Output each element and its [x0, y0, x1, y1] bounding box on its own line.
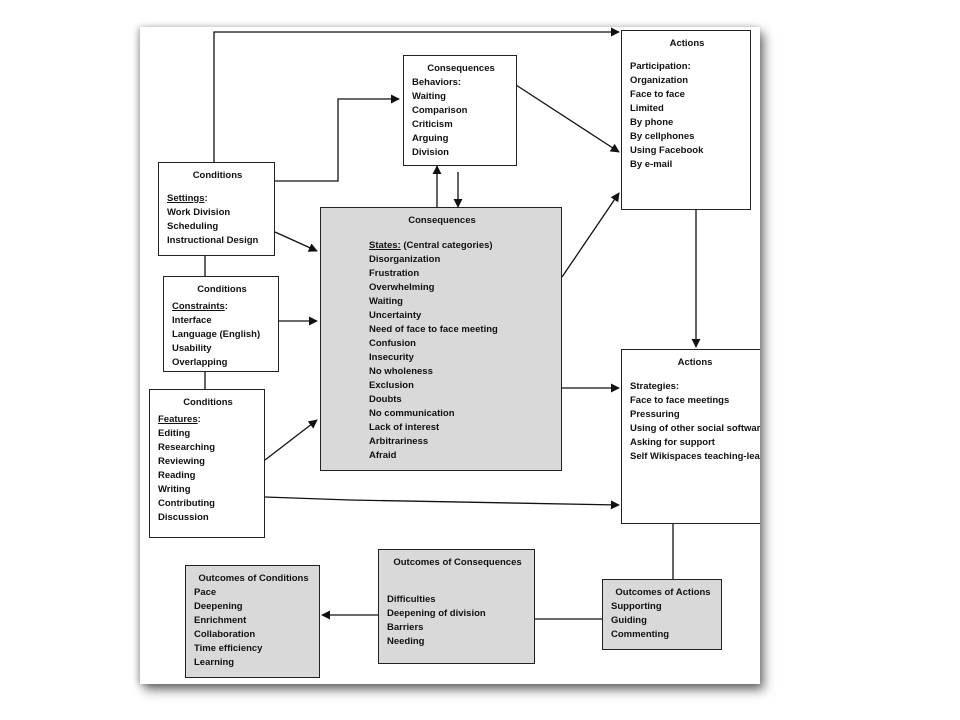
arrow-settings-to-behaviors [275, 94, 400, 182]
box-title: Consequences [408, 215, 476, 226]
arrow-settings-to-states [274, 231, 318, 252]
list-item: Time efficiency [194, 643, 263, 654]
arrow-features-to-strategies [264, 496, 620, 510]
box-title: Consequences [427, 63, 495, 74]
list-item: Disorganization [369, 254, 441, 265]
outcomes-conditions-box: Outcomes of Conditions Pace Deepening En… [185, 565, 320, 678]
arrow-states-to-actions-participation [561, 192, 620, 278]
conditions-features-box: Conditions Features: Editing Researching… [149, 389, 265, 538]
list-item: Doubts [369, 394, 402, 405]
consequences-states-box: Consequences States: (Central categories… [320, 207, 562, 471]
list-item: Face to face meetings [630, 395, 730, 406]
list-item: Division [412, 147, 449, 158]
list-item: Barriers [387, 622, 424, 633]
conditions-settings-box: Conditions Settings: Work Division Sched… [158, 162, 275, 256]
list-item: Comparison [412, 105, 468, 116]
conditions-constraints-box: Conditions Constraints: Interface Langua… [163, 276, 279, 372]
list-item: Contributing [158, 498, 215, 509]
box-heading: Behaviors: [412, 77, 462, 88]
list-item: Interface [172, 315, 212, 326]
diagram-canvas: Conditions Settings: Work Division Sched… [140, 27, 760, 684]
list-item: Needing [387, 636, 425, 647]
list-item: Arbitrariness [369, 436, 429, 447]
arrow-behaviors-to-actions [515, 84, 620, 153]
list-item: Frustration [369, 268, 420, 279]
list-item: Overlapping [172, 357, 228, 368]
list-item: Need of face to face meeting [369, 324, 498, 335]
actions-strategies-box: Actions Strategies: Face to face meeting… [621, 349, 760, 524]
list-item: Supporting [611, 601, 662, 612]
box-heading: Strategies: [630, 381, 680, 392]
box-title: Outcomes of Consequences [393, 557, 522, 568]
list-item: Self Wikispaces teaching-learning [630, 451, 760, 462]
list-item: Confusion [369, 338, 416, 349]
list-item: Instructional Design [167, 235, 259, 246]
box-title: Conditions [197, 284, 247, 295]
list-item: Collaboration [194, 629, 256, 640]
list-item: Uncertainty [369, 310, 422, 321]
list-item: Insecurity [369, 352, 414, 363]
list-item: Lack of interest [369, 422, 440, 433]
list-item: Limited [630, 103, 664, 114]
box-title: Outcomes of Conditions [198, 573, 309, 584]
list-item: Using of other social software [630, 423, 760, 434]
connectors [204, 27, 701, 620]
list-item: Learning [194, 657, 235, 668]
actions-participation-box: Actions Participation: Organization Face… [621, 30, 751, 210]
list-item: Deepening [194, 601, 243, 612]
list-item: Exclusion [369, 380, 414, 391]
box-title: Actions [669, 38, 705, 49]
box-heading: Constraints [172, 301, 225, 312]
list-item: Face to face [630, 89, 685, 100]
box-title: Conditions [192, 170, 243, 181]
box-title: Actions [677, 357, 713, 368]
list-item: No wholeness [369, 366, 433, 377]
list-item: Usability [172, 343, 212, 354]
list-item: Organization [630, 75, 689, 86]
list-item: Difficulties [387, 594, 436, 605]
list-item: By e-mail [630, 159, 673, 170]
list-item: Arguing [412, 133, 449, 144]
list-item: Researching [158, 442, 216, 453]
list-item: Editing [158, 428, 191, 439]
list-item: Pace [194, 587, 217, 598]
list-item: By cellphones [630, 131, 695, 142]
box-heading-suffix: (Central categories) [400, 240, 493, 251]
box-heading: States: [369, 240, 401, 251]
list-item: Waiting [412, 91, 446, 102]
outcomes-actions-box: Outcomes of Actions Supporting Guiding C… [602, 579, 722, 650]
consequences-behaviors-box: Consequences Behaviors: Waiting Comparis… [403, 55, 517, 166]
list-item: Reviewing [158, 456, 205, 467]
list-item: Waiting [369, 296, 403, 307]
list-item: Deepening of division [387, 608, 486, 619]
box-heading: Settings [167, 193, 205, 204]
list-item: Writing [158, 484, 191, 495]
box-heading: Participation: [630, 61, 691, 72]
list-item: By phone [630, 117, 674, 128]
list-item: Discussion [158, 512, 209, 523]
list-item: Guiding [611, 615, 647, 626]
list-item: Afraid [369, 450, 397, 461]
list-item: Asking for support [630, 437, 715, 448]
list-item: Reading [158, 470, 196, 481]
list-item: Language (English) [172, 329, 261, 340]
list-item: No communication [369, 408, 455, 419]
list-item: Enrichment [194, 615, 247, 626]
outcomes-consequences-box: Outcomes of Consequences Difficulties De… [378, 549, 535, 664]
box-title: Conditions [183, 397, 233, 408]
list-item: Commenting [611, 629, 670, 640]
box-title: Outcomes of Actions [615, 587, 711, 598]
arrow-settings-to-actions-top [213, 27, 620, 162]
list-item: Criticism [412, 119, 453, 130]
list-item: Using Facebook [630, 145, 704, 156]
list-item: Scheduling [167, 221, 219, 232]
list-item: Overwhelming [369, 282, 435, 293]
list-item: Pressuring [630, 409, 680, 420]
box-heading: Features [158, 414, 198, 425]
list-item: Work Division [167, 207, 231, 218]
arrow-features-to-states [264, 419, 318, 461]
